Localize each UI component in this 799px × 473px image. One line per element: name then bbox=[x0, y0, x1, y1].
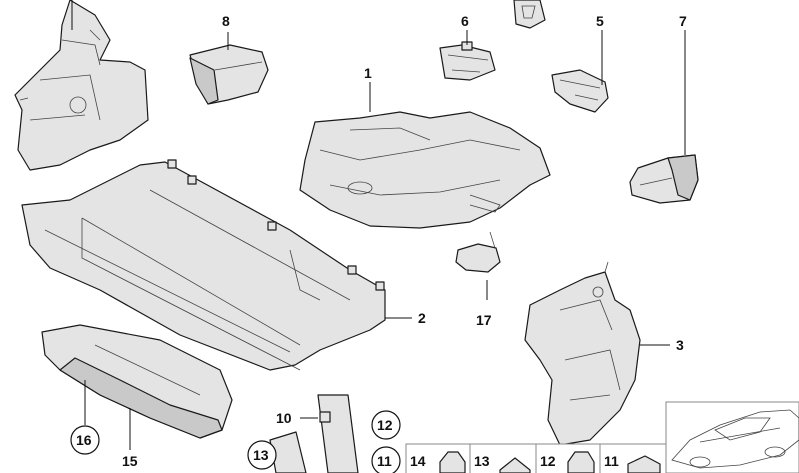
callout-6: 6 bbox=[461, 13, 469, 29]
callout-5: 5 bbox=[596, 13, 604, 29]
callout-1: 1 bbox=[364, 65, 372, 81]
underbody-panel-part-2 bbox=[21, 159, 386, 371]
cover-part-17 bbox=[455, 231, 501, 273]
callout-11a: 11 bbox=[377, 453, 392, 469]
callout-15: 15 bbox=[122, 453, 138, 469]
air-duct-part-8 bbox=[189, 44, 269, 105]
clip-part-11 bbox=[627, 455, 661, 473]
bracket-part-6 bbox=[439, 41, 496, 81]
callout-3: 3 bbox=[676, 337, 684, 353]
callout-13-circle bbox=[247, 440, 277, 470]
callout-8: 8 bbox=[222, 13, 230, 29]
bracket-part-5 bbox=[551, 69, 609, 113]
nut-part-14 bbox=[439, 451, 466, 473]
nut-part-12 bbox=[567, 451, 595, 473]
callout-11-circle bbox=[371, 446, 401, 473]
callout-10: 10 bbox=[276, 410, 292, 426]
vehicle-thumbnail bbox=[665, 401, 799, 473]
callout-17: 17 bbox=[476, 312, 492, 328]
callout-12a: 12 bbox=[377, 417, 393, 433]
callout-12b: 12 bbox=[540, 453, 556, 469]
callout-12-circle bbox=[371, 410, 401, 440]
callout-11b: 11 bbox=[604, 453, 619, 469]
tray-part-15 bbox=[41, 324, 233, 439]
right-heat-shield-part-3 bbox=[524, 261, 641, 446]
callout-16-circle bbox=[70, 425, 100, 455]
callout-2: 2 bbox=[418, 310, 426, 326]
air-duct-part-7 bbox=[629, 154, 699, 204]
callout-16: 16 bbox=[76, 432, 92, 448]
callout-13a: 13 bbox=[253, 447, 269, 463]
strip-part-10 bbox=[317, 394, 359, 473]
clip-part bbox=[513, 0, 546, 29]
callout-14: 14 bbox=[410, 453, 426, 469]
underbody-shield-part-1 bbox=[299, 111, 551, 229]
callout-13b: 13 bbox=[474, 453, 490, 469]
callout-7: 7 bbox=[679, 13, 687, 29]
left-heat-shield-part bbox=[14, 0, 149, 171]
